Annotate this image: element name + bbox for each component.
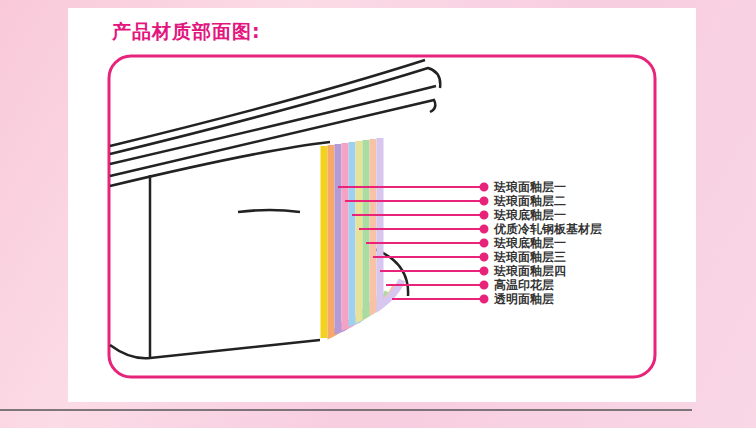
base-line bbox=[0, 409, 692, 411]
pot-outline bbox=[110, 60, 440, 358]
layer-label: 珐琅底釉层一 bbox=[494, 236, 566, 250]
leader-lines bbox=[338, 184, 488, 303]
diagram-title: 产品材质部面图: bbox=[112, 19, 261, 45]
layer-label: 珐琅底釉层一 bbox=[494, 208, 566, 222]
layer-label: 珐琅面釉层二 bbox=[494, 194, 566, 208]
white-panel bbox=[68, 8, 696, 402]
layer-label: 珐琅面釉层一 bbox=[494, 180, 566, 194]
layer-label: 透明面釉层 bbox=[494, 292, 554, 306]
layer-label: 珐琅面釉层三 bbox=[494, 250, 566, 264]
layer-label: 优质冷轧钢板基材层 bbox=[494, 222, 602, 236]
layer-label: 珐琅面釉层四 bbox=[494, 264, 566, 278]
frame-border bbox=[109, 56, 655, 377]
layer-label: 高温印花层 bbox=[494, 278, 554, 292]
material-layers bbox=[324, 138, 402, 338]
